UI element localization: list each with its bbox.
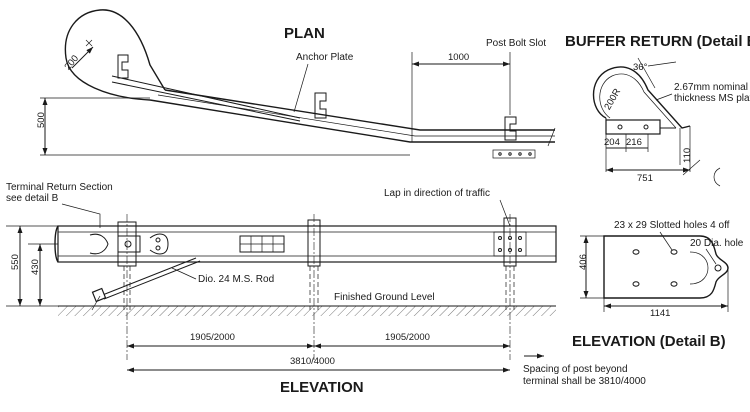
plan-dim-500: 500: [36, 112, 47, 128]
spacing-note-1: Spacing of post beyond: [523, 364, 628, 375]
ground-level-label: Finished Ground Level: [334, 292, 435, 303]
rod-label: Dio. 24 M.S. Rod: [198, 274, 274, 285]
ground-hatch: [58, 306, 556, 316]
slotted-holes-label: 23 x 29 Slotted holes 4 off: [614, 220, 730, 231]
terminal-return-label-1: Terminal Return Section: [6, 182, 113, 193]
plan-post-1: [117, 54, 129, 79]
buffer-return-outline: [592, 66, 691, 129]
detail-dim-204: 204: [604, 137, 620, 148]
detail-dim-751: 751: [637, 173, 653, 184]
elev-dim-550: 550: [10, 254, 21, 270]
plan-post-3: [504, 116, 517, 141]
anchor-rod: [91, 257, 201, 311]
elevation-title: ELEVATION: [280, 379, 364, 396]
elevation-detail-title: ELEVATION (Detail B): [572, 333, 726, 350]
detail-dim-110: 110: [682, 148, 693, 163]
plan-title: PLAN: [284, 25, 325, 42]
span-total-label: 3810/4000: [290, 356, 335, 367]
elevation-detail-b: 23 x 29 Slotted holes 4 off 20 Dia. hole…: [572, 220, 744, 350]
spacing-note-2: terminal shall be 3810/4000: [523, 376, 646, 387]
detail-dim-216: 216: [626, 137, 642, 148]
plate-note-1: 2.67mm nominal: [674, 82, 748, 93]
rail-splice-plate: [239, 235, 285, 253]
plan-view: 200 500 1000 PLAN Anchor Plate Post Bolt…: [36, 9, 556, 159]
plate-note-2: thickness MS plate: [674, 93, 750, 104]
dia-hole-label: 20 Dia. hole: [690, 238, 744, 249]
detail-dim-406: 406: [578, 254, 589, 270]
elevation-view: 550 430 1905/2000 1905/2000 3810/4000 Te…: [6, 182, 646, 396]
post-bolt-slot-label: Post Bolt Slot: [486, 38, 546, 49]
elevation-rail: [57, 225, 557, 263]
plan-rail-top: [149, 99, 555, 143]
plan-post-2: [314, 92, 327, 119]
detail-b-outline: [603, 235, 729, 299]
plan-terminal-return: [64, 9, 166, 101]
plan-rail-bottom: [164, 89, 555, 131]
detail-dim-1141: 1141: [650, 308, 670, 319]
detail-radius-label: 200R: [602, 87, 623, 112]
anchor-plate-label: Anchor Plate: [296, 52, 354, 63]
terminal-return-label-2: see detail B: [6, 193, 59, 204]
elev-dim-430: 430: [30, 259, 41, 275]
lap-label: Lap in direction of traffic: [384, 188, 490, 199]
span-right-label: 1905/2000: [385, 332, 430, 343]
detail-angle-label: 36°: [633, 62, 648, 73]
buffer-return-detail: BUFFER RETURN (Detail B) 36° 200R 2.67mm…: [565, 33, 750, 187]
plan-dim-1000: 1000: [448, 52, 469, 63]
plan-anchor-rod: [111, 75, 301, 119]
buffer-return-title: BUFFER RETURN (Detail B): [565, 33, 750, 50]
span-left-label: 1905/2000: [190, 332, 235, 343]
